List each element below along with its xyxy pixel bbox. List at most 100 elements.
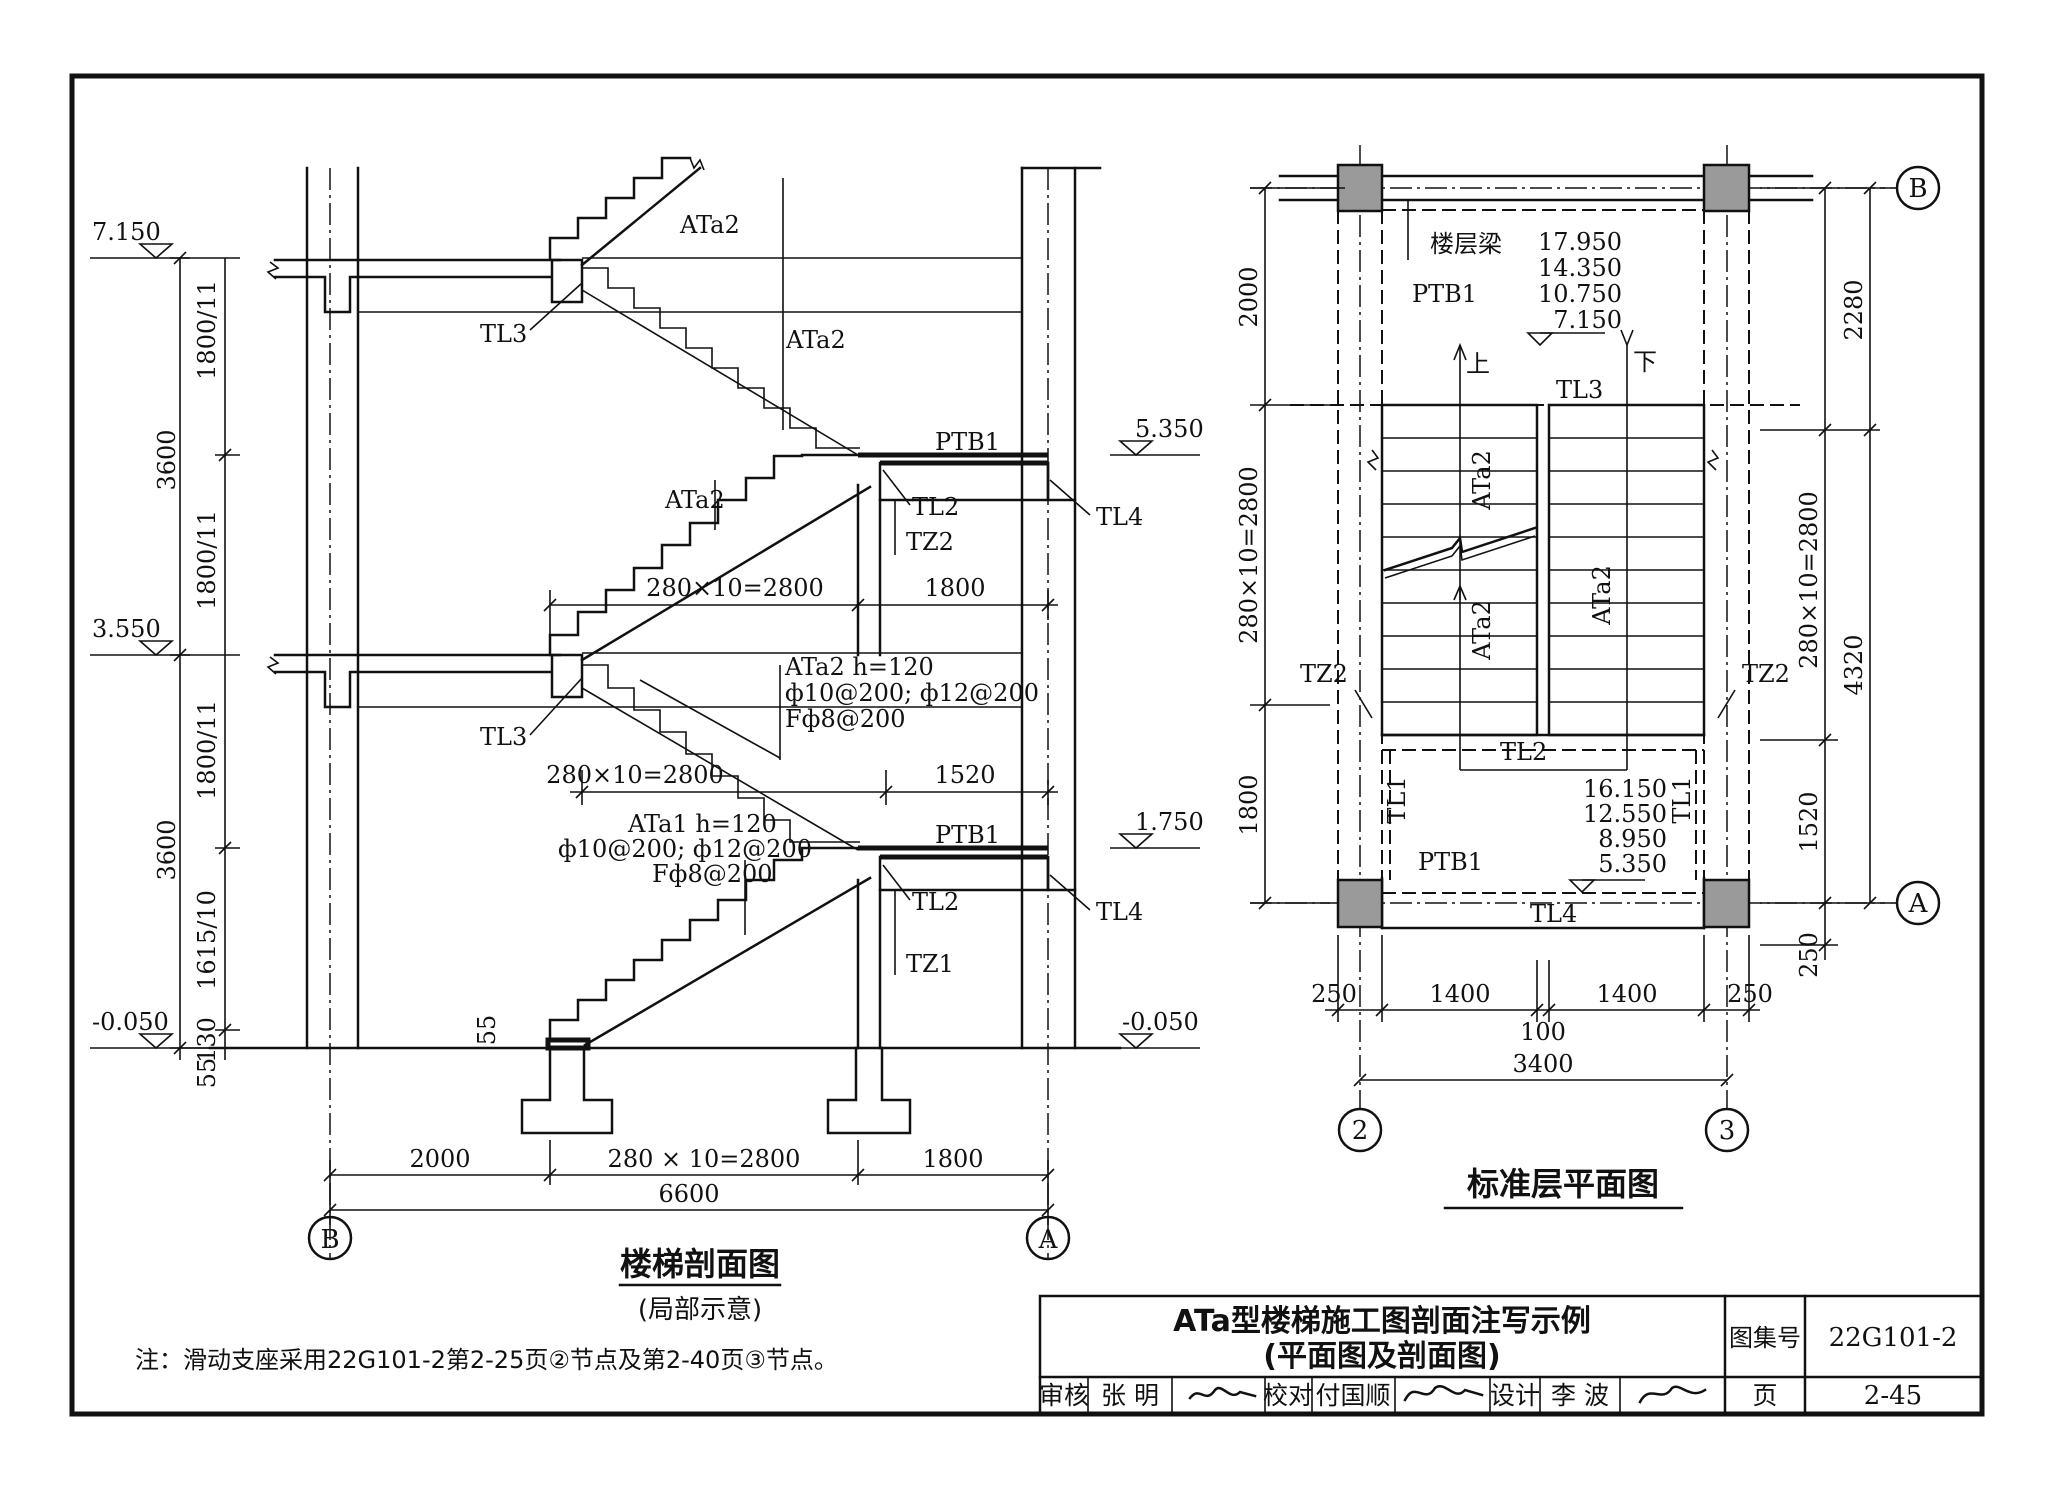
elev-1750: 1.750 [1135,808,1204,836]
dim-1800-11-mid: 1800/11 [193,510,221,610]
axis-label-2-plan: 2 [1352,1116,1369,1146]
label-ata2-low: ATa2 [664,486,725,514]
dim-1615-10: 1615/10 [193,890,221,990]
elev-0050-left: -0.050 [92,1008,169,1036]
axis-label-b-plan: B [1908,174,1927,204]
label-tl2-lower: TL2 [912,888,959,916]
label-tl4-plan: TL4 [1530,900,1577,928]
tl3-lower-beam [550,653,584,699]
review-signature [1188,1386,1257,1400]
elev-top-1: 17.950 [1538,228,1622,256]
label-tl4-lower: TL4 [1096,898,1143,926]
label-ata2-plan-b: ATa2 [1468,600,1496,661]
elev-bottom-1: 16.150 [1583,775,1667,803]
dim-55-left: 55 [193,1058,221,1089]
label-tz2-plan-left: TZ2 [1300,660,1348,688]
label-ptb1-upper: PTB1 [935,428,1000,456]
elev-bottom-4: 5.350 [1598,850,1667,878]
label-tl2-plan: TL2 [1500,738,1547,766]
title-block: ATa型楼梯施工图剖面注写示例 (平面图及剖面图) 图集号 22G101-2 审… [1038,1294,1984,1416]
section-subtitle: (局部示意) [638,1295,762,1325]
dim-plan-left-2000: 2000 [1235,266,1263,327]
atlas-number-value: 22G101-2 [1829,1323,1958,1353]
label-tz2-plan-right: TZ2 [1742,660,1790,688]
plan-title: 标准层平面图 [1467,1165,1659,1203]
axis-label-a-plan: A [1908,889,1929,919]
design-signature [1638,1385,1707,1404]
review-label: 审核 [1039,1381,1089,1410]
ata2-spec-line3: Fф8@200 [785,705,906,733]
ata2-spec-line2: ф10@200; ф12@200 [785,679,1039,707]
elev-bottom-2: 12.550 [1583,800,1667,828]
label-up: 上 [1466,350,1490,378]
dim-plan-b-100: 100 [1520,1018,1566,1046]
elev-top-3: 10.750 [1538,280,1622,308]
atlas-number-label: 图集号 [1729,1324,1801,1352]
elev-0050-right: -0.050 [1122,1008,1199,1036]
ata1-spec-line2: ф10@200; ф12@200 [558,835,812,863]
dim-run-upper: 280×10=2800 [646,574,824,602]
check-label: 校对 [1263,1381,1313,1410]
axis-label-b-section: B [320,1225,339,1255]
label-tl1-plan-right: TL1 [1668,776,1696,823]
dim-plan-b-250a: 250 [1311,980,1357,1008]
standard-floor-plan: 楼层梁 PTB1 17.950 14.350 10.750 7.150 上 下 … [1235,145,1941,1210]
dim-bottom-2800: 280 × 10=2800 [608,1145,801,1173]
label-ata2-top: ATa2 [679,211,740,239]
general-note: 注：滑动支座采用22G101-2第2-25页②节点及第2-40页③节点。 [135,1346,838,1374]
elev-top-2: 14.350 [1538,254,1622,282]
label-tl3-plan: TL3 [1556,376,1603,404]
column-3b [1702,163,1751,213]
dim-plan-left-2800: 280×10=2800 [1235,466,1263,644]
elev-7150: 7.150 [92,218,161,246]
label-tl4-upper: TL4 [1096,503,1143,531]
check-signature [1403,1385,1484,1402]
dim-plan-left-1800: 1800 [1235,774,1263,835]
dim-plan-right-2280: 2280 [1840,279,1868,340]
dim-1800-11-top: 1800/11 [193,280,221,380]
label-ata2-mid: ATa2 [785,326,846,354]
dim-plan-right-250: 250 [1795,932,1823,978]
label-tz1: TZ1 [906,950,954,978]
label-tl3-lower: TL3 [480,723,527,751]
sheet-frame [69,73,1985,1417]
title-block-title-line1: ATa型楼梯施工图剖面注写示例 [1173,1304,1591,1339]
elev-3550: 3.550 [92,615,161,643]
axis-bubble-a-section [1025,1215,1071,1261]
dim-1800-11-low: 1800/11 [193,700,221,800]
column-3a [1702,878,1751,929]
ata1-spec-line1: ATa1 h=120 [627,810,777,838]
label-tl3-upper: TL3 [480,320,527,348]
axis-label-a-section: A [1038,1225,1059,1255]
elev-bottom-3: 8.950 [1598,825,1667,853]
design-label: 设计 [1490,1381,1540,1410]
dim-3600-low: 3600 [153,819,181,880]
section-title: 楼梯剖面图 [620,1245,780,1283]
title-block-title-line2: (平面图及剖面图) [1263,1339,1500,1374]
dim-bottom-1800: 1800 [922,1145,983,1173]
page-value: 2-45 [1864,1381,1922,1411]
label-tz2: TZ2 [906,528,954,556]
stair-section-view: 7.150 3.550 -0.050 5.350 1.750 -0.050 18… [90,156,1204,1325]
label-floor-beam: 楼层梁 [1430,230,1502,258]
elev-5350: 5.350 [1135,415,1204,443]
ata1-spec-line3: Fф8@200 [652,860,773,888]
label-ata2-plan-a: ATa2 [1468,450,1496,511]
label-tl2-upper: TL2 [912,493,959,521]
dim-130: 130 [193,1017,221,1063]
dim-landing-mid: 1520 [934,761,995,789]
dim-plan-right-1520: 1520 [1795,791,1823,852]
label-ptb1-plan-bottom: PTB1 [1418,848,1483,876]
dim-plan-b-1400a: 1400 [1429,980,1490,1008]
label-ptb1-plan-top: PTB1 [1412,280,1477,308]
tl3-upper-beam [550,258,584,304]
dim-55-step: 55 [473,1015,501,1046]
label-down: 下 [1633,348,1657,376]
dim-run-mid: 280×10=2800 [546,761,724,789]
review-name: 张 明 [1101,1381,1159,1410]
axis-bubble-3-plan [1704,1107,1750,1153]
dim-plan-b-250b: 250 [1727,980,1773,1008]
label-tl1-plan-left: TL1 [1383,776,1411,823]
